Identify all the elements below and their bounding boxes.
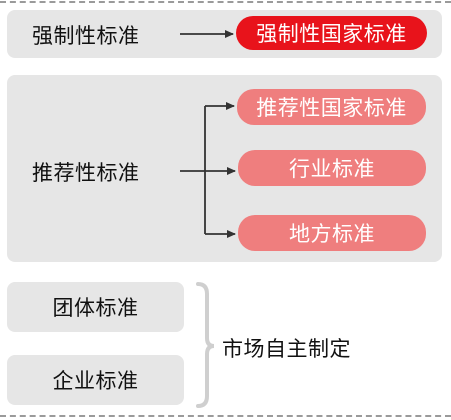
market-self-formulated-label: 市场自主制定 bbox=[222, 337, 351, 361]
national-mandatory-standard-pill: 强制性国家标准 bbox=[236, 16, 427, 50]
enterprise-standard-label: 企业标准 bbox=[52, 369, 139, 393]
market-bracket bbox=[196, 282, 215, 408]
national-recommended-standard-pill: 推荐性国家标准 bbox=[237, 89, 426, 125]
mandatory-standard-label: 强制性标准 bbox=[32, 24, 140, 48]
bottom-dashed-border bbox=[0, 415, 451, 417]
top-dashed-border bbox=[0, 1, 451, 3]
industry-standard-pill: 行业标准 bbox=[238, 150, 426, 186]
local-standard-pill: 地方标准 bbox=[238, 215, 426, 251]
recommended-standard-label: 推荐性标准 bbox=[32, 161, 140, 185]
group-standard-box: 团体标准 bbox=[7, 282, 184, 332]
group-standard-label: 团体标准 bbox=[52, 296, 139, 320]
enterprise-standard-box: 企业标准 bbox=[7, 355, 184, 405]
